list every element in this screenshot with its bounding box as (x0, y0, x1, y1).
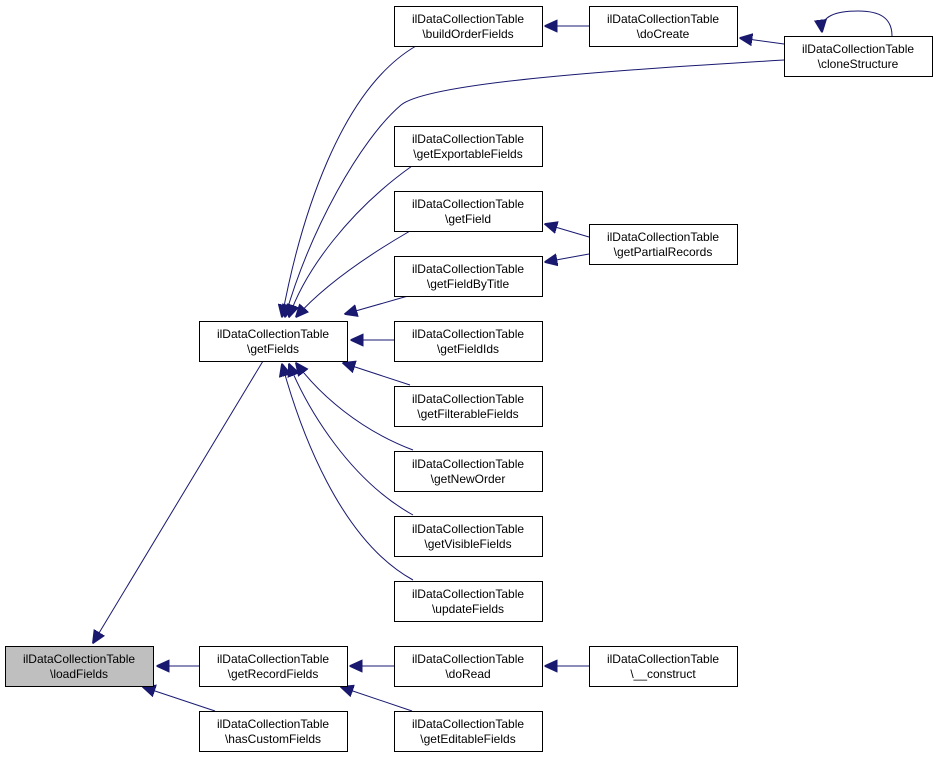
edge-getVisibleFields-to-getFields (289, 364, 414, 516)
node-box (394, 646, 543, 687)
node-class-label: ilDataCollectionTable (217, 652, 329, 666)
node-class-label: ilDataCollectionTable (412, 587, 524, 601)
node-getRecordFields[interactable]: ilDataCollectionTable\getRecordFields (199, 646, 348, 687)
node-getVisibleFields[interactable]: ilDataCollectionTable\getVisibleFields (394, 516, 543, 557)
node-method-label: \getRecordFields (228, 667, 319, 681)
node-method-label: \getField (445, 212, 491, 226)
node-getFilterableFields[interactable]: ilDataCollectionTable\getFilterableField… (394, 386, 543, 427)
node-class-label: ilDataCollectionTable (412, 522, 524, 536)
node-method-label: \getVisibleFields (424, 537, 511, 551)
edge-getFieldByTitle-to-getFields (345, 295, 409, 314)
edges-layer (93, 10, 893, 712)
node-box (394, 516, 543, 557)
node-class-label: ilDataCollectionTable (412, 132, 524, 146)
edge-hasCustomFields-to-loadFields (143, 687, 216, 712)
edge-updateFields-to-getFields (282, 364, 414, 581)
node-getField[interactable]: ilDataCollectionTable\getField (394, 191, 543, 232)
node-construct[interactable]: ilDataCollectionTable\__construct (589, 646, 738, 687)
node-class-label: ilDataCollectionTable (23, 652, 135, 666)
edge-getPartialRecords-to-getFieldByTitle (545, 254, 590, 262)
node-method-label: \doCreate (637, 27, 690, 41)
node-box (394, 126, 543, 167)
node-box (5, 646, 154, 687)
edge-buildOrderFields-to-getFields (282, 45, 417, 317)
edge-cloneStructure-to-cloneStructure (822, 10, 893, 37)
node-box (589, 224, 738, 265)
node-class-label: ilDataCollectionTable (607, 652, 719, 666)
node-method-label: \getFields (247, 342, 299, 356)
node-class-label: ilDataCollectionTable (607, 12, 719, 26)
edge-getExportableFields-to-getFields (289, 165, 413, 317)
node-box (589, 6, 738, 47)
node-box (394, 321, 543, 362)
node-method-label: \getEditableFields (420, 732, 515, 746)
node-getFieldByTitle[interactable]: ilDataCollectionTable\getFieldByTitle (394, 256, 543, 297)
edge-cloneStructure-to-getFields (285, 59, 785, 317)
edge-getNewOrder-to-getFields (296, 363, 414, 451)
node-box (199, 711, 348, 752)
node-getPartialRecords[interactable]: ilDataCollectionTable\getPartialRecords (589, 224, 738, 265)
node-buildOrderFields[interactable]: ilDataCollectionTable\buildOrderFields (394, 6, 543, 47)
node-box (589, 646, 738, 687)
node-box (394, 256, 543, 297)
node-method-label: \buildOrderFields (422, 27, 513, 41)
node-box (394, 191, 543, 232)
node-getFields[interactable]: ilDataCollectionTable\getFields (199, 321, 348, 362)
node-method-label: \getNewOrder (431, 472, 506, 486)
node-method-label: \getPartialRecords (614, 245, 713, 259)
node-class-label: ilDataCollectionTable (412, 717, 524, 731)
node-method-label: \loadFields (50, 667, 108, 681)
node-class-label: ilDataCollectionTable (412, 12, 524, 26)
node-class-label: ilDataCollectionTable (412, 392, 524, 406)
node-doRead[interactable]: ilDataCollectionTable\doRead (394, 646, 543, 687)
node-hasCustomFields[interactable]: ilDataCollectionTable\hasCustomFields (199, 711, 348, 752)
node-method-label: \getExportableFields (413, 147, 522, 161)
node-box (199, 646, 348, 687)
edge-getFields-to-loadFields (93, 360, 264, 643)
node-box (394, 386, 543, 427)
node-class-label: ilDataCollectionTable (217, 327, 329, 341)
nodes-layer: ilDataCollectionTable\loadFieldsilDataCo… (5, 6, 933, 752)
edge-cloneStructure-to-doCreate (740, 38, 785, 44)
node-method-label: \getFilterableFields (417, 407, 518, 421)
node-getEditableFields[interactable]: ilDataCollectionTable\getEditableFields (394, 711, 543, 752)
node-class-label: ilDataCollectionTable (412, 457, 524, 471)
node-class-label: ilDataCollectionTable (412, 262, 524, 276)
node-class-label: ilDataCollectionTable (412, 327, 524, 341)
node-box (199, 321, 348, 362)
node-class-label: ilDataCollectionTable (802, 42, 914, 56)
node-method-label: \__construct (630, 667, 696, 681)
node-box (394, 6, 543, 47)
node-class-label: ilDataCollectionTable (217, 717, 329, 731)
node-box (394, 581, 543, 622)
node-class-label: ilDataCollectionTable (412, 652, 524, 666)
node-cloneStructure[interactable]: ilDataCollectionTable\cloneStructure (784, 36, 933, 77)
node-doCreate[interactable]: ilDataCollectionTable\doCreate (589, 6, 738, 47)
node-loadFields[interactable]: ilDataCollectionTable\loadFields (5, 646, 154, 687)
node-method-label: \getFieldIds (437, 342, 499, 356)
edge-getPartialRecords-to-getField (545, 224, 590, 238)
node-box (784, 36, 933, 77)
node-class-label: ilDataCollectionTable (412, 197, 524, 211)
node-box (394, 451, 543, 492)
node-box (394, 711, 543, 752)
node-class-label: ilDataCollectionTable (607, 230, 719, 244)
node-method-label: \updateFields (432, 602, 504, 616)
edge-getField-to-getFields (296, 230, 411, 317)
node-method-label: \hasCustomFields (225, 732, 321, 746)
node-getExportableFields[interactable]: ilDataCollectionTable\getExportableField… (394, 126, 543, 167)
node-getFieldIds[interactable]: ilDataCollectionTable\getFieldIds (394, 321, 543, 362)
edge-getEditableFields-to-getRecordFields (341, 687, 413, 712)
node-getNewOrder[interactable]: ilDataCollectionTable\getNewOrder (394, 451, 543, 492)
node-method-label: \cloneStructure (818, 57, 899, 71)
node-method-label: \doRead (445, 667, 490, 681)
node-method-label: \getFieldByTitle (427, 277, 510, 291)
edge-getFilterableFields-to-getFields (343, 363, 411, 386)
node-updateFields[interactable]: ilDataCollectionTable\updateFields (394, 581, 543, 622)
